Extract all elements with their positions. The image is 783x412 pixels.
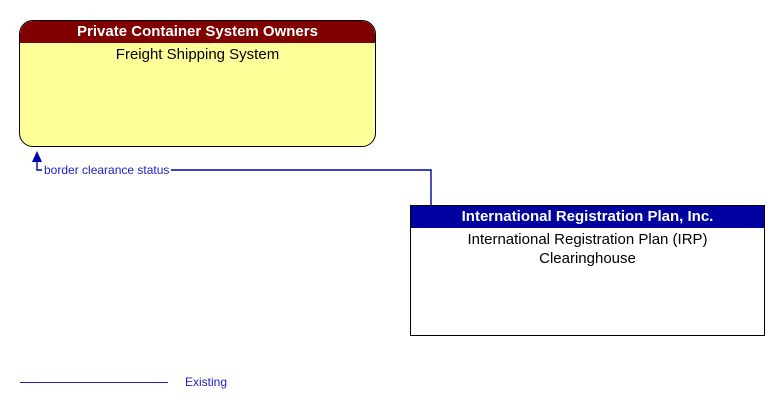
flow-label-border-clearance-status: border clearance status	[42, 163, 172, 177]
legend-label-existing: Existing	[185, 375, 228, 389]
arrowhead-icon	[32, 151, 42, 162]
legend: Existing	[20, 374, 280, 392]
node-freight-shipping-system-header: Private Container System Owners	[20, 21, 375, 43]
node-freight-shipping-system-body: Freight Shipping System	[115, 46, 280, 63]
node-freight-shipping-system[interactable]: Private Container System Owners Freight …	[19, 20, 376, 147]
node-irp-clearinghouse-header: International Registration Plan, Inc.	[411, 206, 764, 228]
node-irp-clearinghouse[interactable]: International Registration Plan, Inc. In…	[410, 205, 765, 336]
node-irp-clearinghouse-body: International Registration Plan (IRP) Cl…	[467, 231, 708, 267]
legend-swatch-existing	[20, 382, 168, 383]
